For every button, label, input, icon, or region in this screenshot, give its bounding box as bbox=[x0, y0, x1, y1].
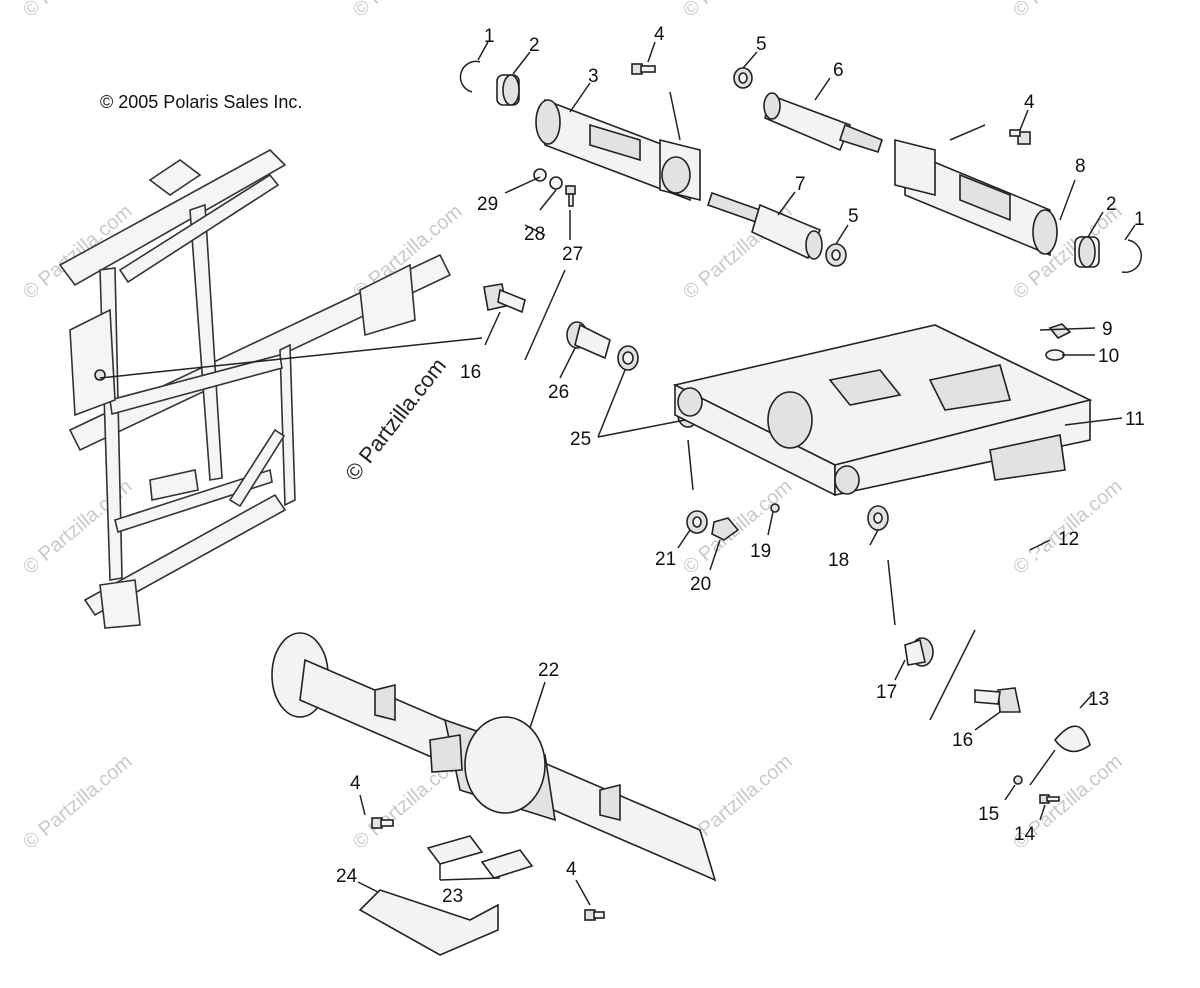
callout-2: 2 bbox=[1106, 194, 1117, 215]
watermark: © Partzilla.com bbox=[19, 0, 136, 22]
washer-part bbox=[549, 176, 563, 190]
circlip-part bbox=[459, 60, 481, 93]
bushing-bolt-part bbox=[904, 637, 934, 667]
grease-fitting-part bbox=[770, 503, 780, 513]
bolt-part bbox=[584, 909, 605, 921]
pivot-tube-right bbox=[894, 138, 1058, 257]
callout-10: 10 bbox=[1098, 346, 1119, 367]
bolt-part bbox=[1009, 129, 1031, 145]
leader-lines bbox=[99, 41, 1136, 906]
callout-16: 16 bbox=[952, 730, 973, 751]
callout-14: 14 bbox=[1014, 824, 1036, 845]
washer-part bbox=[825, 243, 847, 267]
nut-part bbox=[711, 517, 740, 541]
screw-part bbox=[565, 185, 576, 207]
bolt-part bbox=[371, 817, 394, 829]
callout-8: 8 bbox=[1075, 156, 1086, 177]
washer-part bbox=[1045, 349, 1065, 361]
callout-12: 12 bbox=[1058, 529, 1079, 550]
screw-part bbox=[1039, 794, 1060, 804]
washer-part bbox=[867, 505, 889, 531]
pivot-tube-left bbox=[535, 98, 701, 202]
swing-arm bbox=[672, 324, 1093, 497]
pivot-bolt-part bbox=[974, 687, 1021, 713]
callout-9: 9 bbox=[1102, 319, 1113, 340]
bushing-bolt-part bbox=[566, 321, 611, 360]
watermark: © Partzilla.com bbox=[19, 750, 136, 853]
callout-20: 20 bbox=[690, 574, 711, 595]
spacer-part bbox=[617, 345, 639, 371]
cover-plate-part bbox=[1053, 725, 1091, 753]
watermark: © Partzilla.com bbox=[1009, 0, 1126, 22]
callout-3: 3 bbox=[588, 66, 599, 87]
callout-25: 25 bbox=[570, 429, 591, 450]
callout-4: 4 bbox=[654, 24, 665, 45]
callout-7: 7 bbox=[795, 174, 806, 195]
callout-23: 23 bbox=[442, 886, 463, 907]
pivot-bolt-part bbox=[483, 283, 526, 314]
callout-5: 5 bbox=[756, 34, 767, 55]
washer-part bbox=[686, 510, 708, 534]
callout-17: 17 bbox=[876, 682, 897, 703]
callout-2: 2 bbox=[529, 35, 540, 56]
nut-part bbox=[1013, 775, 1023, 785]
callout-29: 29 bbox=[477, 194, 498, 215]
callout-11: 11 bbox=[1125, 409, 1145, 430]
callout-4: 4 bbox=[1024, 92, 1035, 113]
callout-15: 15 bbox=[978, 804, 999, 825]
callout-18: 18 bbox=[828, 550, 849, 571]
u-bolt-part bbox=[989, 514, 1043, 589]
circlip-part bbox=[1121, 239, 1143, 274]
callout-16: 16 bbox=[460, 362, 481, 383]
callout-28: 28 bbox=[524, 224, 545, 245]
watermark: © Partzilla.com bbox=[679, 0, 796, 22]
vehicle-frame bbox=[58, 149, 452, 629]
callout-26: 26 bbox=[548, 382, 569, 403]
callout-1: 1 bbox=[484, 26, 495, 47]
washer-part bbox=[733, 67, 753, 89]
nut-part bbox=[1048, 323, 1072, 340]
callout-24: 24 bbox=[336, 866, 358, 887]
callout-22: 22 bbox=[538, 660, 559, 681]
axle-housing bbox=[271, 632, 717, 882]
callout-4: 4 bbox=[350, 773, 361, 794]
pivot-shaft-upper bbox=[763, 92, 883, 153]
watermark: © Partzilla.com bbox=[349, 0, 466, 22]
callout-5: 5 bbox=[848, 206, 859, 227]
callout-4: 4 bbox=[566, 859, 577, 880]
decal-part bbox=[426, 835, 484, 865]
bushing-part bbox=[496, 74, 520, 106]
callout-27: 27 bbox=[562, 244, 583, 265]
callout-13: 13 bbox=[1088, 689, 1109, 710]
callout-6: 6 bbox=[833, 60, 844, 81]
callout-labels: 1 2 3 4 5 6 4 7 8 5 2 1 29 28 27 16 26 9… bbox=[336, 24, 1145, 907]
skid-guard-part bbox=[358, 889, 499, 956]
callout-21: 21 bbox=[655, 549, 676, 570]
watermark: © Partzilla.com bbox=[1009, 475, 1126, 578]
callout-19: 19 bbox=[750, 541, 771, 562]
decal-part bbox=[480, 849, 534, 879]
bushing-part bbox=[1074, 236, 1100, 268]
copyright-notice: © 2005 Polaris Sales Inc. bbox=[100, 92, 303, 112]
pivot-shaft-lower bbox=[706, 191, 823, 260]
bolt-part bbox=[631, 63, 656, 75]
callout-1: 1 bbox=[1134, 209, 1145, 230]
